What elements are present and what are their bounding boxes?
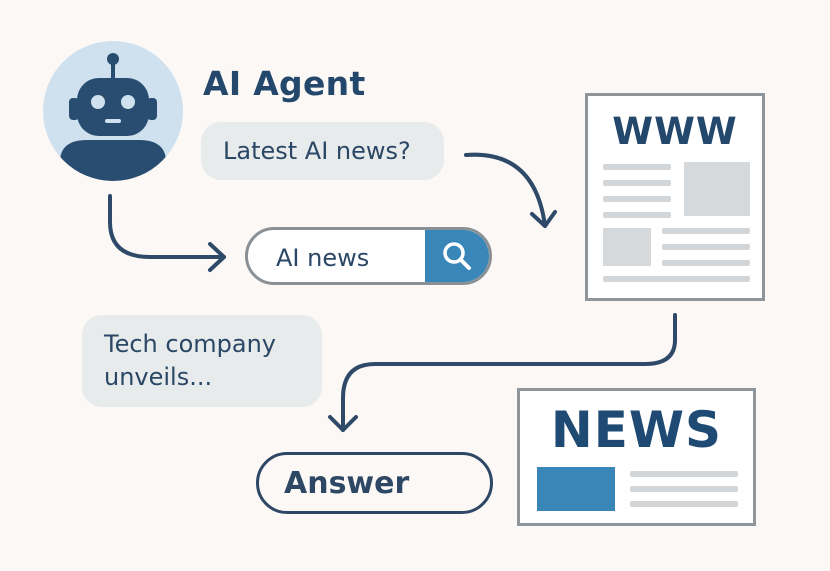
agent-title: AI Agent [203, 64, 366, 103]
query-bubble: Latest AI news? [201, 122, 444, 180]
arrowhead-query-to-web [530, 210, 557, 228]
image-placeholder [684, 162, 750, 216]
text-line [603, 180, 671, 186]
search-bar[interactable]: AI news [245, 227, 492, 285]
text-line [630, 471, 738, 477]
text-line [662, 228, 750, 234]
text-line [662, 244, 750, 250]
text-line [603, 276, 750, 282]
answer-label: Answer [284, 465, 410, 501]
arrowhead-agent-to-search [208, 242, 226, 272]
robot-avatar-icon [43, 41, 183, 181]
result-bubble: Tech company unveils... [82, 315, 322, 407]
search-icon [443, 242, 471, 270]
answer-button[interactable]: Answer [256, 452, 493, 514]
arrow-agent-to-search [108, 194, 226, 259]
text-line [603, 196, 671, 202]
arrow-web-to-answer [341, 313, 677, 432]
arrow-query-to-web [464, 152, 547, 228]
news-page-label: NEWS [550, 401, 723, 459]
web-page-label: WWW [612, 110, 738, 153]
text-line [603, 212, 671, 218]
search-input-text[interactable]: AI news [276, 244, 370, 272]
text-line [662, 260, 750, 266]
query-bubble-text: Latest AI news? [223, 137, 411, 165]
news-page-document: NEWS [517, 388, 756, 526]
text-line [603, 164, 671, 170]
web-page-document: WWW [585, 93, 765, 301]
text-line [630, 501, 738, 507]
image-placeholder [603, 228, 651, 266]
news-image-placeholder [537, 467, 615, 511]
arrowhead-web-to-answer [328, 415, 358, 432]
search-button[interactable] [425, 230, 489, 282]
text-line [630, 486, 738, 492]
